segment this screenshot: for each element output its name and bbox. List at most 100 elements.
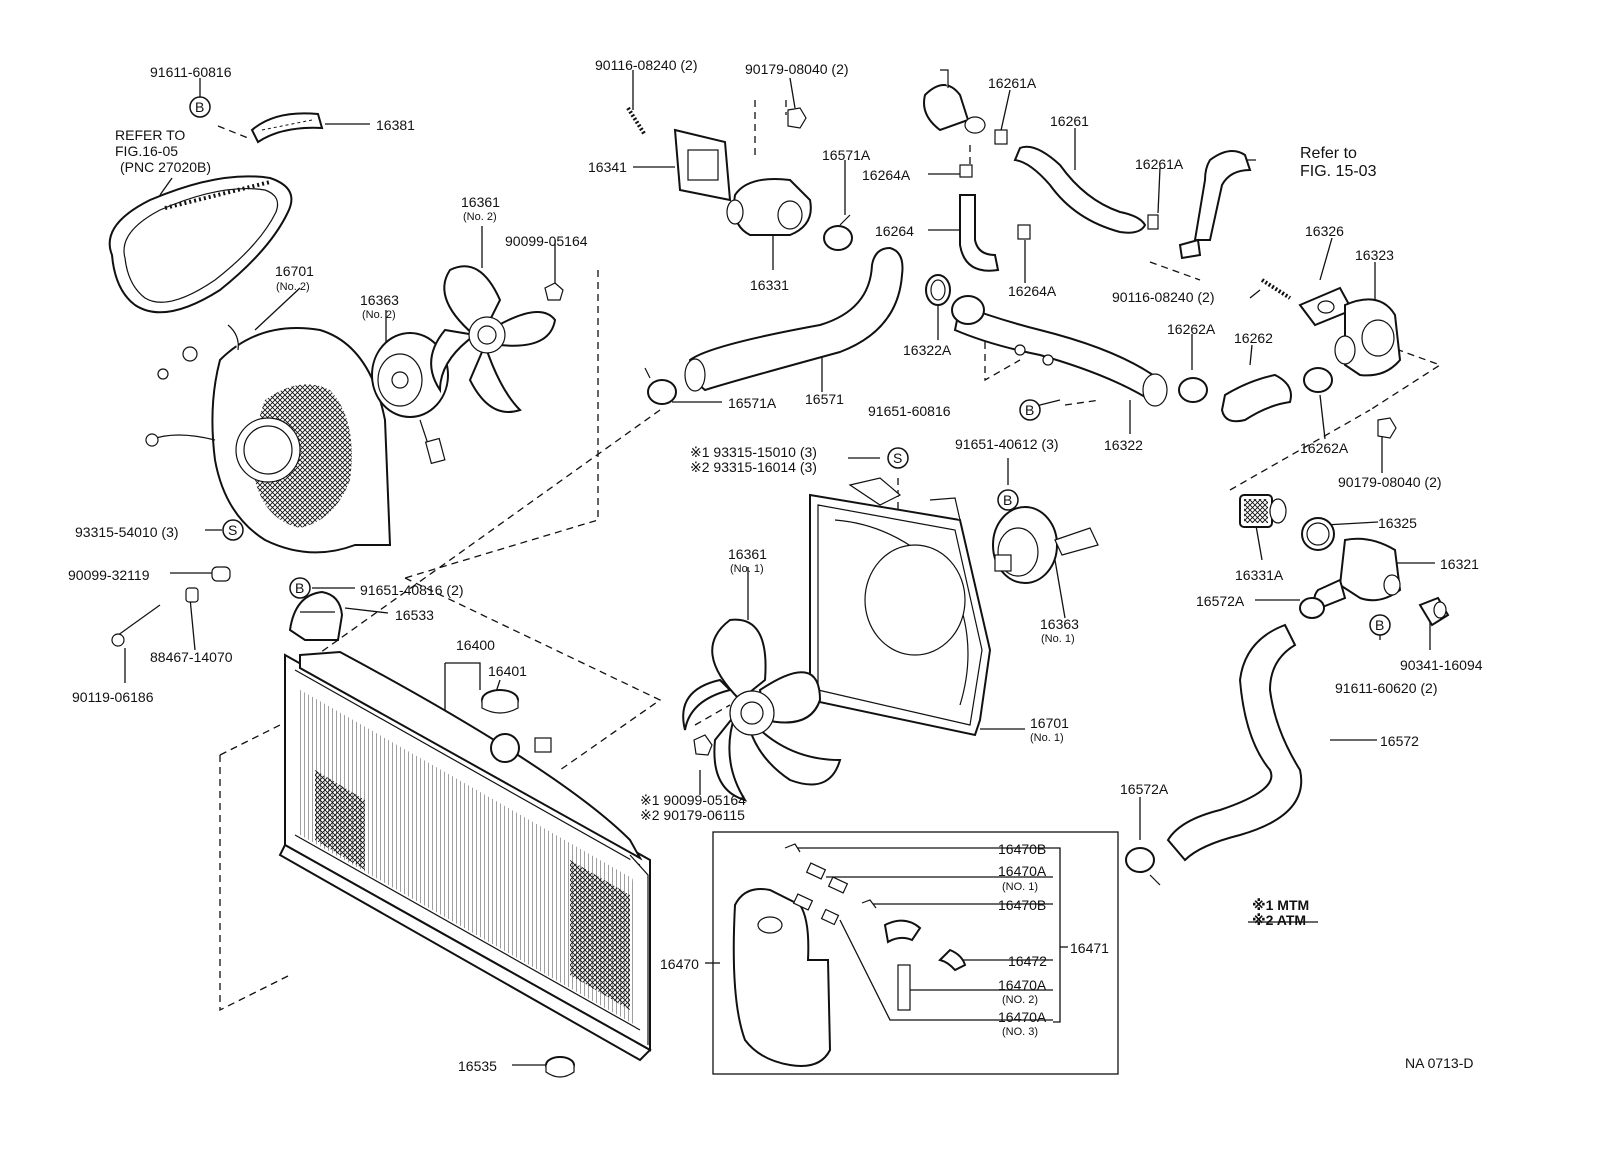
callout-text: 16572A	[1120, 781, 1169, 797]
callout-text: 16261	[1050, 113, 1089, 129]
callout-text: 16264A	[862, 167, 911, 183]
plug-90341-16094	[1418, 596, 1450, 627]
fan-nut-center	[693, 734, 713, 756]
hose-16261	[1013, 145, 1147, 234]
gasket-16322A	[925, 274, 951, 306]
callout-text: (No. 2)	[463, 211, 497, 223]
callout-text: 16331A	[1235, 567, 1284, 583]
callout-text: 16571A	[728, 395, 777, 411]
hose-refer-fig-15-03	[1178, 150, 1252, 260]
marker-b: B	[1025, 402, 1034, 418]
callout-text: 16322A	[903, 342, 952, 358]
callout-text: (No. 2)	[362, 309, 396, 321]
callout-text: 16572	[1380, 733, 1419, 749]
nut-90179-08040	[787, 107, 807, 129]
clamp-16262A	[1178, 367, 1333, 403]
callout-text: ※2 90179-06115	[640, 807, 745, 823]
radiator-support-16533	[288, 590, 344, 641]
callout-text: 16400	[456, 637, 495, 653]
callout-text: 91651-60816	[868, 403, 951, 419]
callout-text: FIG.16-05	[115, 143, 178, 159]
reservoir-tank-16470	[732, 888, 832, 1067]
hose-clamp-16571A-lower	[644, 367, 677, 405]
fan-nut-90099-05164	[544, 282, 564, 301]
hose-16264	[959, 194, 1000, 272]
radiator-hose-16571	[684, 246, 904, 392]
marker-b: B	[1003, 492, 1012, 508]
fan-shroud-no1	[809, 477, 992, 737]
callout-text: Refer to	[1300, 145, 1357, 162]
circle-markers: B S B B S B B	[189, 96, 1391, 636]
callout-text: 90119-06186	[72, 689, 154, 705]
callout-text: 16361	[461, 194, 500, 210]
callout-text: 16533	[395, 607, 434, 623]
callout-text: (NO. 2)	[1002, 994, 1038, 1006]
callout-text: ※2 93315-16014 (3)	[690, 459, 817, 475]
small-fasteners-left	[111, 566, 231, 647]
callout-text: 16535	[458, 1058, 497, 1074]
callout-text: 16470A	[998, 863, 1047, 879]
callout-text: 16361	[728, 546, 767, 562]
marker-s: S	[228, 522, 237, 538]
callout-text: 16322	[1104, 437, 1143, 453]
callout-text: 91611-60620 (2)	[1335, 680, 1437, 696]
fan-blade-no1	[682, 618, 842, 802]
callout-text: 90179-08040 (2)	[1338, 474, 1442, 490]
marker-s: S	[893, 450, 902, 466]
gasket-16325	[1301, 517, 1335, 551]
fan-motor-no2	[371, 332, 449, 465]
fan-motor-no1	[992, 506, 1099, 584]
thermostat-housing-16323	[1334, 298, 1402, 377]
radiator-16400	[278, 650, 652, 1062]
callout-text: 16264A	[1008, 283, 1057, 299]
marker-b: B	[1375, 617, 1384, 633]
callout-text: 16262A	[1167, 321, 1216, 337]
callout-text: NA 0713-D	[1405, 1055, 1473, 1071]
callout-text: (NO. 3)	[1002, 1026, 1038, 1038]
callout-text: 90099-05164	[505, 233, 588, 249]
callout-text: (PNC 27020B)	[120, 159, 211, 175]
clamp-16572A-upper	[1299, 597, 1325, 619]
callout-text: 90099-32119	[68, 567, 150, 583]
thermostat-16331A	[1239, 494, 1287, 528]
callout-text: 16701	[1030, 715, 1069, 731]
gasket-16326	[1298, 286, 1354, 327]
callout-text: 91651-40612 (3)	[955, 436, 1059, 452]
callout-text: 16363	[1040, 616, 1079, 632]
callout-text: 90116-08240 (2)	[595, 57, 697, 73]
hose-clamp-16571A-upper	[823, 214, 853, 251]
reservoir-kit-box	[712, 831, 1119, 1075]
marker-b: B	[195, 99, 204, 115]
callout-text: 93315-54010 (3)	[75, 524, 179, 540]
callout-text: 90179-08040 (2)	[745, 61, 849, 77]
radiator-hose-16572	[1166, 623, 1303, 862]
callout-text: 16363	[360, 292, 399, 308]
bypass-valve	[923, 69, 986, 134]
callout-text: 16470	[660, 956, 699, 972]
callout-text: 90341-16094	[1400, 657, 1483, 673]
callout-text: 91611-60816	[150, 64, 232, 80]
callout-text: 16571A	[822, 147, 871, 163]
callout-text: 16470B	[998, 897, 1046, 913]
callout-text: 90116-08240 (2)	[1112, 289, 1214, 305]
stud-90116-08240	[626, 106, 647, 137]
marker-b: B	[295, 580, 304, 596]
callout-text: 16471	[1070, 940, 1109, 956]
callout-text: FIG. 15-03	[1300, 163, 1377, 180]
clip-16261A	[994, 129, 1159, 230]
hose-16262	[1220, 373, 1292, 423]
belt-guard-16381	[250, 112, 324, 144]
callout-text: 16470B	[998, 841, 1046, 857]
callout-text: (No. 1)	[1041, 633, 1075, 645]
callout-text: 16401	[488, 663, 527, 679]
callout-text: 16472	[1008, 953, 1047, 969]
water-pipe-16322	[951, 295, 1168, 407]
callout-text: 16261A	[988, 75, 1037, 91]
callout-text: 16262	[1234, 330, 1273, 346]
stud-90116-08240-right	[1260, 278, 1292, 300]
callout-text: 16381	[376, 117, 415, 133]
radiator-cap-16401	[481, 689, 519, 714]
callout-text: 16262A	[1300, 440, 1349, 456]
callout-text: (No. 1)	[730, 563, 764, 575]
